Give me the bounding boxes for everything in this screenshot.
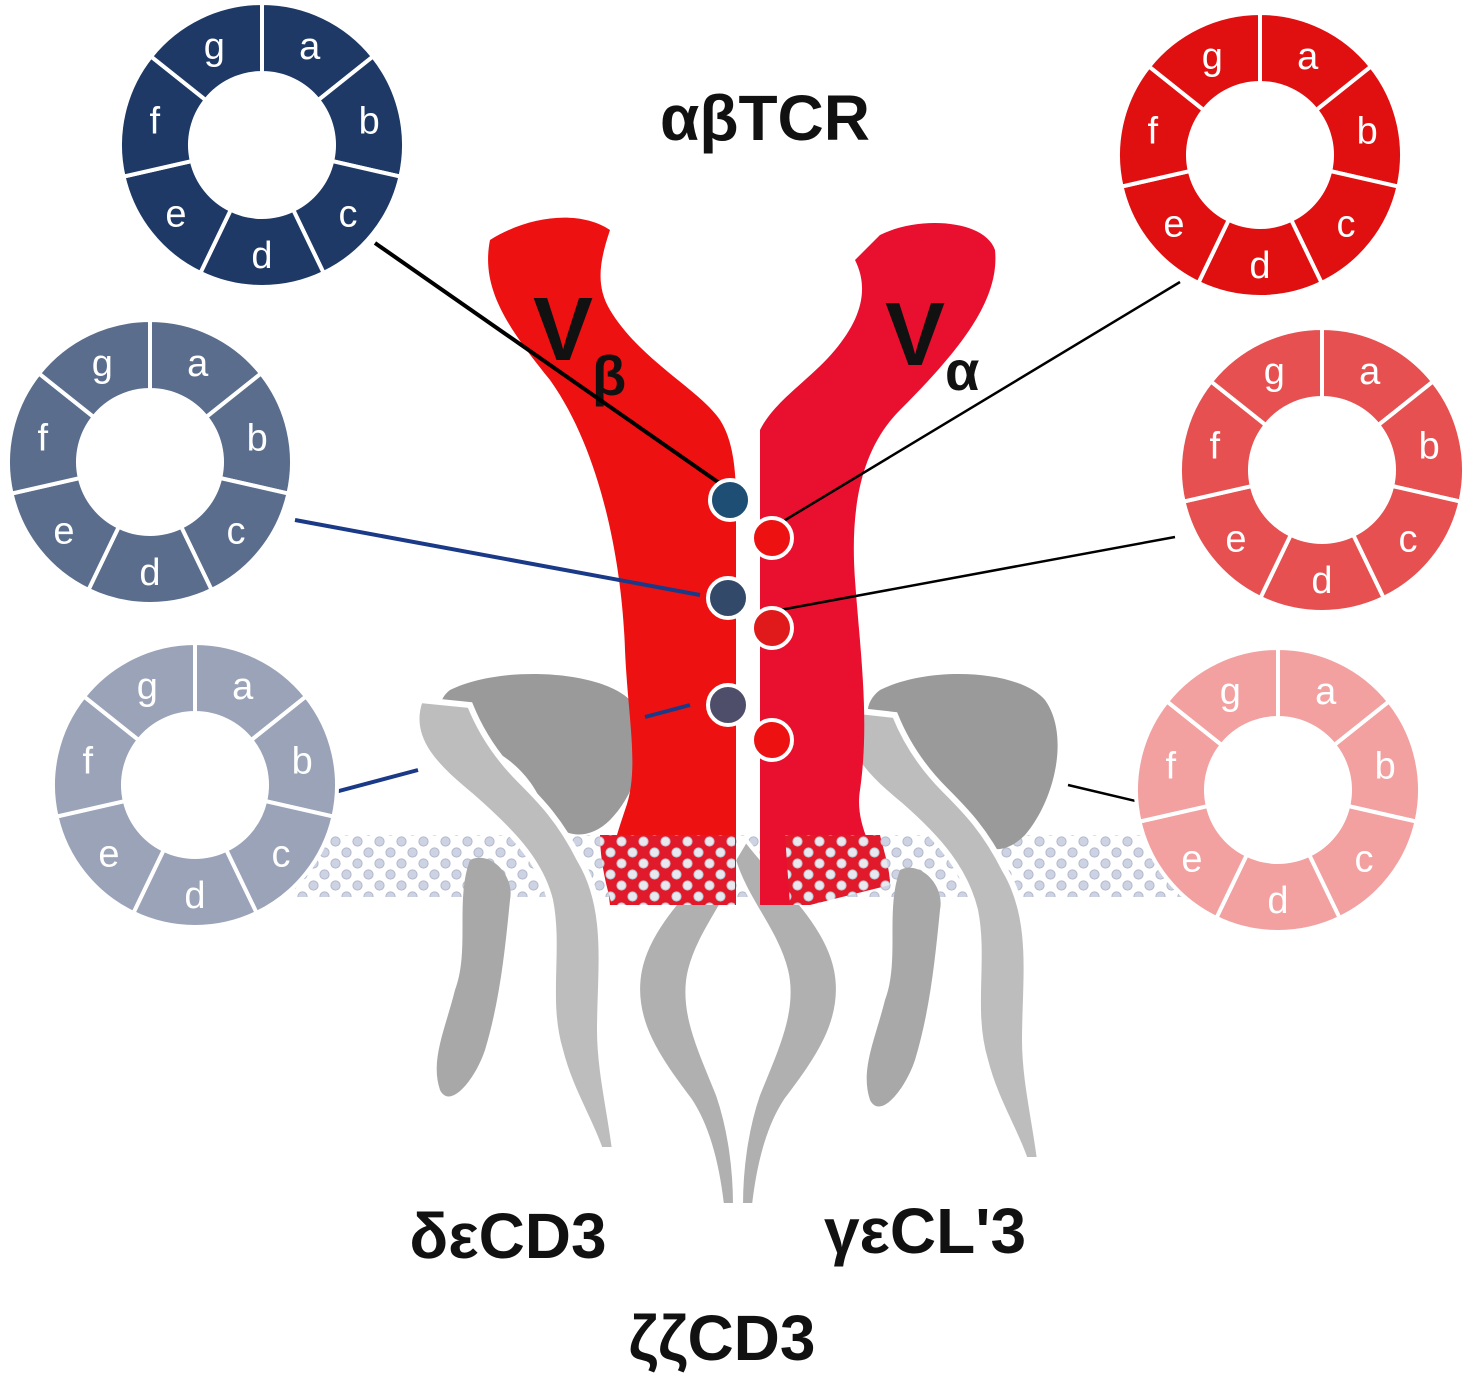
- wheel-alpha-top: ab c d e f g: [1116, 10, 1404, 299]
- wheel-letter: b: [1419, 426, 1440, 468]
- wheel-letter: f: [82, 741, 93, 783]
- cd3-subunits: [413, 673, 1058, 1207]
- wheel-letter: c: [272, 834, 291, 876]
- wheel-letter: e: [53, 511, 74, 553]
- wheel-letter: b: [292, 741, 313, 783]
- wheel-letter: c: [339, 194, 358, 236]
- wheel-letter: d: [1267, 880, 1288, 922]
- wheel-segment-g: [148, 0, 264, 103]
- wheel-letter: e: [1163, 204, 1184, 246]
- wheel-letter: c: [1355, 839, 1374, 881]
- connector-lines: [294, 241, 1181, 810]
- alpha-residue-dot-3: [750, 718, 794, 762]
- wheel-letter: g: [1264, 351, 1285, 393]
- beta-residue-dot-3: [706, 683, 750, 727]
- de-cd3-dark-lower: [436, 857, 511, 1097]
- wheel-letter: b: [1357, 111, 1378, 153]
- wheel-letter: f: [149, 101, 160, 143]
- zz-cd3-label: ζζCD3: [629, 1302, 816, 1374]
- wheel-letter: g: [1202, 36, 1223, 78]
- zz-cd3-right-strand: [731, 836, 840, 1207]
- ge-cd3-light-strand: [843, 706, 1044, 1163]
- de-cd3-dark-head: [440, 673, 643, 835]
- wheel-letter: c: [227, 511, 246, 553]
- wheel-letter: c: [1399, 519, 1418, 561]
- wheel-segment-g: [1208, 325, 1324, 428]
- wheel-letter: b: [1375, 746, 1396, 788]
- residue-dots: [706, 478, 794, 762]
- wheel-letter: a: [1297, 36, 1319, 78]
- wheel-letter: f: [1165, 746, 1176, 788]
- wheel-letter: f: [1147, 111, 1158, 153]
- wheel-letter: f: [1209, 426, 1220, 468]
- wheel-letter: e: [165, 194, 186, 236]
- wheel-letter: b: [359, 101, 380, 143]
- alpha-residue-dot-2: [750, 606, 794, 650]
- wheel-letter: d: [139, 552, 160, 594]
- ge-cd3-dark-lower: [866, 867, 941, 1107]
- zz-cd3-left-strand: [636, 836, 745, 1207]
- wheel-letter: a: [187, 343, 209, 385]
- beta-residue-dot-1: [708, 478, 752, 522]
- wheel-letter: d: [184, 875, 205, 917]
- wheel-beta-bottom: ab c d e f g: [51, 640, 339, 929]
- wheel-segment-g: [1164, 645, 1280, 748]
- de-cd3-label: δεCD3: [409, 1200, 606, 1272]
- tcr-beta-chain: [488, 217, 736, 905]
- v-alpha-letter: V: [885, 285, 945, 385]
- wheel-alpha-bottom: ab c d e f g: [1134, 645, 1422, 934]
- ge-cd3-dark-head: [867, 673, 1058, 850]
- wheel-letter: b: [247, 418, 268, 460]
- wheel-letter: d: [251, 235, 272, 277]
- de-cd3-light-strand: [413, 696, 619, 1153]
- wheel-letter: d: [1311, 560, 1332, 602]
- wheel-beta-top: ab c d e f g: [118, 0, 406, 289]
- wheel-letter: d: [1249, 245, 1270, 287]
- wheel-segment-g: [36, 317, 152, 420]
- tcr-title: αβTCR: [660, 82, 870, 154]
- wheel-letter: g: [92, 343, 113, 385]
- wheel-alpha-middle: ab c d e f g: [1178, 325, 1466, 614]
- wheel-letter: c: [1337, 204, 1356, 246]
- wheel-letter: a: [1359, 351, 1381, 393]
- tcr-alpha-chain: [760, 223, 996, 905]
- wheel-beta-middle: ab c d e f g: [6, 317, 294, 606]
- wheel-segment-g: [81, 640, 197, 743]
- wheel-letter: a: [232, 666, 254, 708]
- beta-residue-dot-2: [706, 576, 750, 620]
- wheel-letter: g: [204, 26, 225, 68]
- ge-cd3-label: γεCL'3: [824, 1195, 1026, 1267]
- wheel-letter: a: [1315, 671, 1337, 713]
- wheel-letter: f: [37, 418, 48, 460]
- v-alpha-subscript: α: [945, 339, 979, 402]
- wheel-letter: a: [299, 26, 321, 68]
- wheel-letter: g: [1220, 671, 1241, 713]
- helical-wheels: abcdefgabcdefgabcdefgabcdefgabcdefgabcde…: [6, 0, 1466, 934]
- wheel-letter: e: [1225, 519, 1246, 561]
- v-beta-letter: V: [533, 280, 593, 380]
- wheel-segment-g: [1146, 10, 1262, 113]
- wheel-letter: e: [98, 834, 119, 876]
- wheel-letter: g: [137, 666, 158, 708]
- wheel-letter: e: [1181, 839, 1202, 881]
- v-alpha-label: V α: [885, 285, 979, 402]
- alpha-residue-dot-1: [750, 516, 794, 560]
